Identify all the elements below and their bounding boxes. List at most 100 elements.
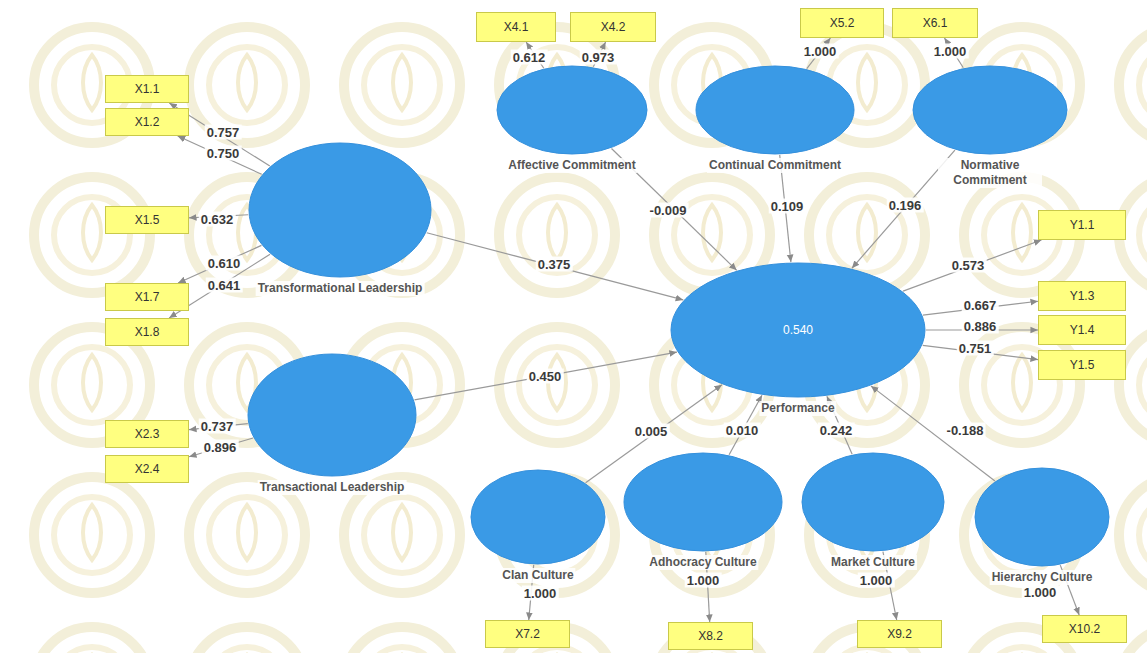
indicator-label: Y1.1 (1070, 218, 1095, 232)
construct-ellipse-fill (913, 66, 1067, 154)
construct-name: Affective Commitment (506, 158, 637, 173)
construct-ellipse: Continual Commitment (695, 65, 855, 155)
outer-loading: 0.667 (962, 298, 999, 313)
path-coefficient: 0.375 (536, 257, 573, 272)
indicator-box: X1.7 (105, 283, 189, 311)
construct-name: Clan Culture (500, 568, 575, 583)
construct-ellipse-fill (671, 263, 925, 397)
indicator-box: X1.2 (105, 108, 189, 136)
construct-name: Market Culture (829, 555, 917, 570)
loading-arrow (903, 240, 1041, 291)
outer-loading: 0.641 (206, 278, 243, 293)
construct-ellipse-fill (249, 143, 431, 277)
construct-shape (974, 467, 1110, 567)
construct-name: Continual Commitment (707, 158, 843, 173)
indicator-box: Y1.5 (1038, 350, 1126, 380)
construct-ellipse: Market Culture (801, 452, 945, 552)
path-coefficient: 0.196 (887, 198, 924, 213)
path-coefficient: -0.009 (648, 203, 689, 218)
indicator-label: X4.1 (504, 20, 529, 34)
indicator-box: X10.2 (1042, 615, 1127, 643)
indicator-label: X4.2 (601, 20, 626, 34)
outer-loading: 1.000 (522, 586, 559, 601)
indicator-label: Y1.3 (1070, 289, 1095, 303)
construct-name: Hierarchy Culture (990, 570, 1095, 585)
outer-loading: 0.737 (199, 419, 236, 434)
construct-shape (247, 353, 417, 477)
path-coefficient: 0.010 (724, 423, 761, 438)
indicator-box: X5.2 (800, 8, 884, 38)
indicator-box: X6.1 (892, 8, 978, 38)
indicator-label: Y1.5 (1070, 358, 1095, 372)
path-coefficient: 0.242 (818, 423, 855, 438)
construct-shape (801, 452, 945, 552)
indicator-label: X1.7 (135, 290, 160, 304)
construct-ellipse-fill (975, 468, 1109, 566)
outer-loading: 0.886 (962, 319, 999, 334)
path-coefficient: 0.450 (527, 369, 564, 384)
loading-arrow (178, 136, 262, 174)
indicator-box: X4.1 (476, 12, 556, 42)
path-coefficient: -0.188 (945, 423, 986, 438)
indicator-label: Y1.4 (1070, 323, 1095, 337)
outer-loading: 0.610 (206, 256, 243, 271)
indicator-label: X1.2 (135, 115, 160, 129)
indicator-label: X7.2 (515, 627, 540, 641)
construct-name: Adhocracy Culture (647, 555, 758, 570)
indicator-box: X2.3 (105, 420, 189, 448)
construct-shape (912, 65, 1068, 155)
indicator-box: Y1.3 (1038, 281, 1126, 311)
construct-ellipse: 0.540Performance (670, 262, 926, 398)
path-coefficient: 0.109 (769, 199, 806, 214)
construct-name: Performance (759, 401, 836, 416)
indicator-box: X4.2 (570, 12, 656, 42)
construct-ellipse: Hierarchy Culture (974, 467, 1110, 567)
construct-ellipse-fill (497, 66, 647, 154)
construct-name: Normative Commitment (938, 158, 1042, 188)
outer-loading: 0.757 (205, 125, 242, 140)
indicator-box: X1.1 (105, 75, 189, 103)
outer-loading: 1.000 (932, 44, 969, 59)
indicator-label: X1.5 (135, 213, 160, 227)
construct-ellipse-fill (471, 470, 605, 564)
path-arrow (414, 352, 676, 400)
loading-arrow (189, 438, 253, 457)
indicator-label: X6.1 (923, 16, 948, 30)
indicator-box: X2.4 (105, 455, 189, 483)
indicator-box: Y1.1 (1038, 210, 1126, 240)
indicator-box: X8.2 (668, 622, 753, 650)
indicator-label: X9.2 (887, 627, 912, 641)
outer-loading: 0.573 (950, 258, 987, 273)
outer-loading: 0.750 (205, 146, 242, 161)
construct-shape (623, 452, 783, 552)
construct-shape (695, 65, 855, 155)
construct-shape (496, 65, 648, 155)
construct-ellipse: Clan Culture (470, 469, 606, 565)
indicator-box: X1.5 (105, 206, 189, 234)
construct-shape (470, 469, 606, 565)
construct-ellipse: Adhocracy Culture (623, 452, 783, 552)
indicator-label: X1.8 (135, 325, 160, 339)
construct-ellipse: Normative Commitment (912, 65, 1068, 155)
outer-loading: 1.000 (802, 44, 839, 59)
construct-ellipse-fill (248, 354, 416, 476)
construct-ellipse-fill (696, 66, 854, 154)
construct-shape (248, 142, 432, 278)
indicator-box: Y1.4 (1038, 315, 1126, 345)
indicator-label: X1.1 (135, 82, 160, 96)
indicator-label: X5.2 (830, 16, 855, 30)
indicator-label: X8.2 (698, 629, 723, 643)
indicator-box: X7.2 (485, 620, 570, 648)
construct-name: Transactional Leadership (258, 480, 407, 495)
construct-name: Transformational Leadership (256, 281, 425, 296)
outer-loading: 1.000 (685, 573, 722, 588)
construct-ellipse: Affective Commitment (496, 65, 648, 155)
indicator-box: X1.8 (105, 318, 189, 346)
outer-loading: 1.000 (858, 573, 895, 588)
indicator-box: X9.2 (857, 620, 942, 648)
outer-loading: 0.612 (511, 50, 548, 65)
indicator-label: X10.2 (1069, 622, 1100, 636)
